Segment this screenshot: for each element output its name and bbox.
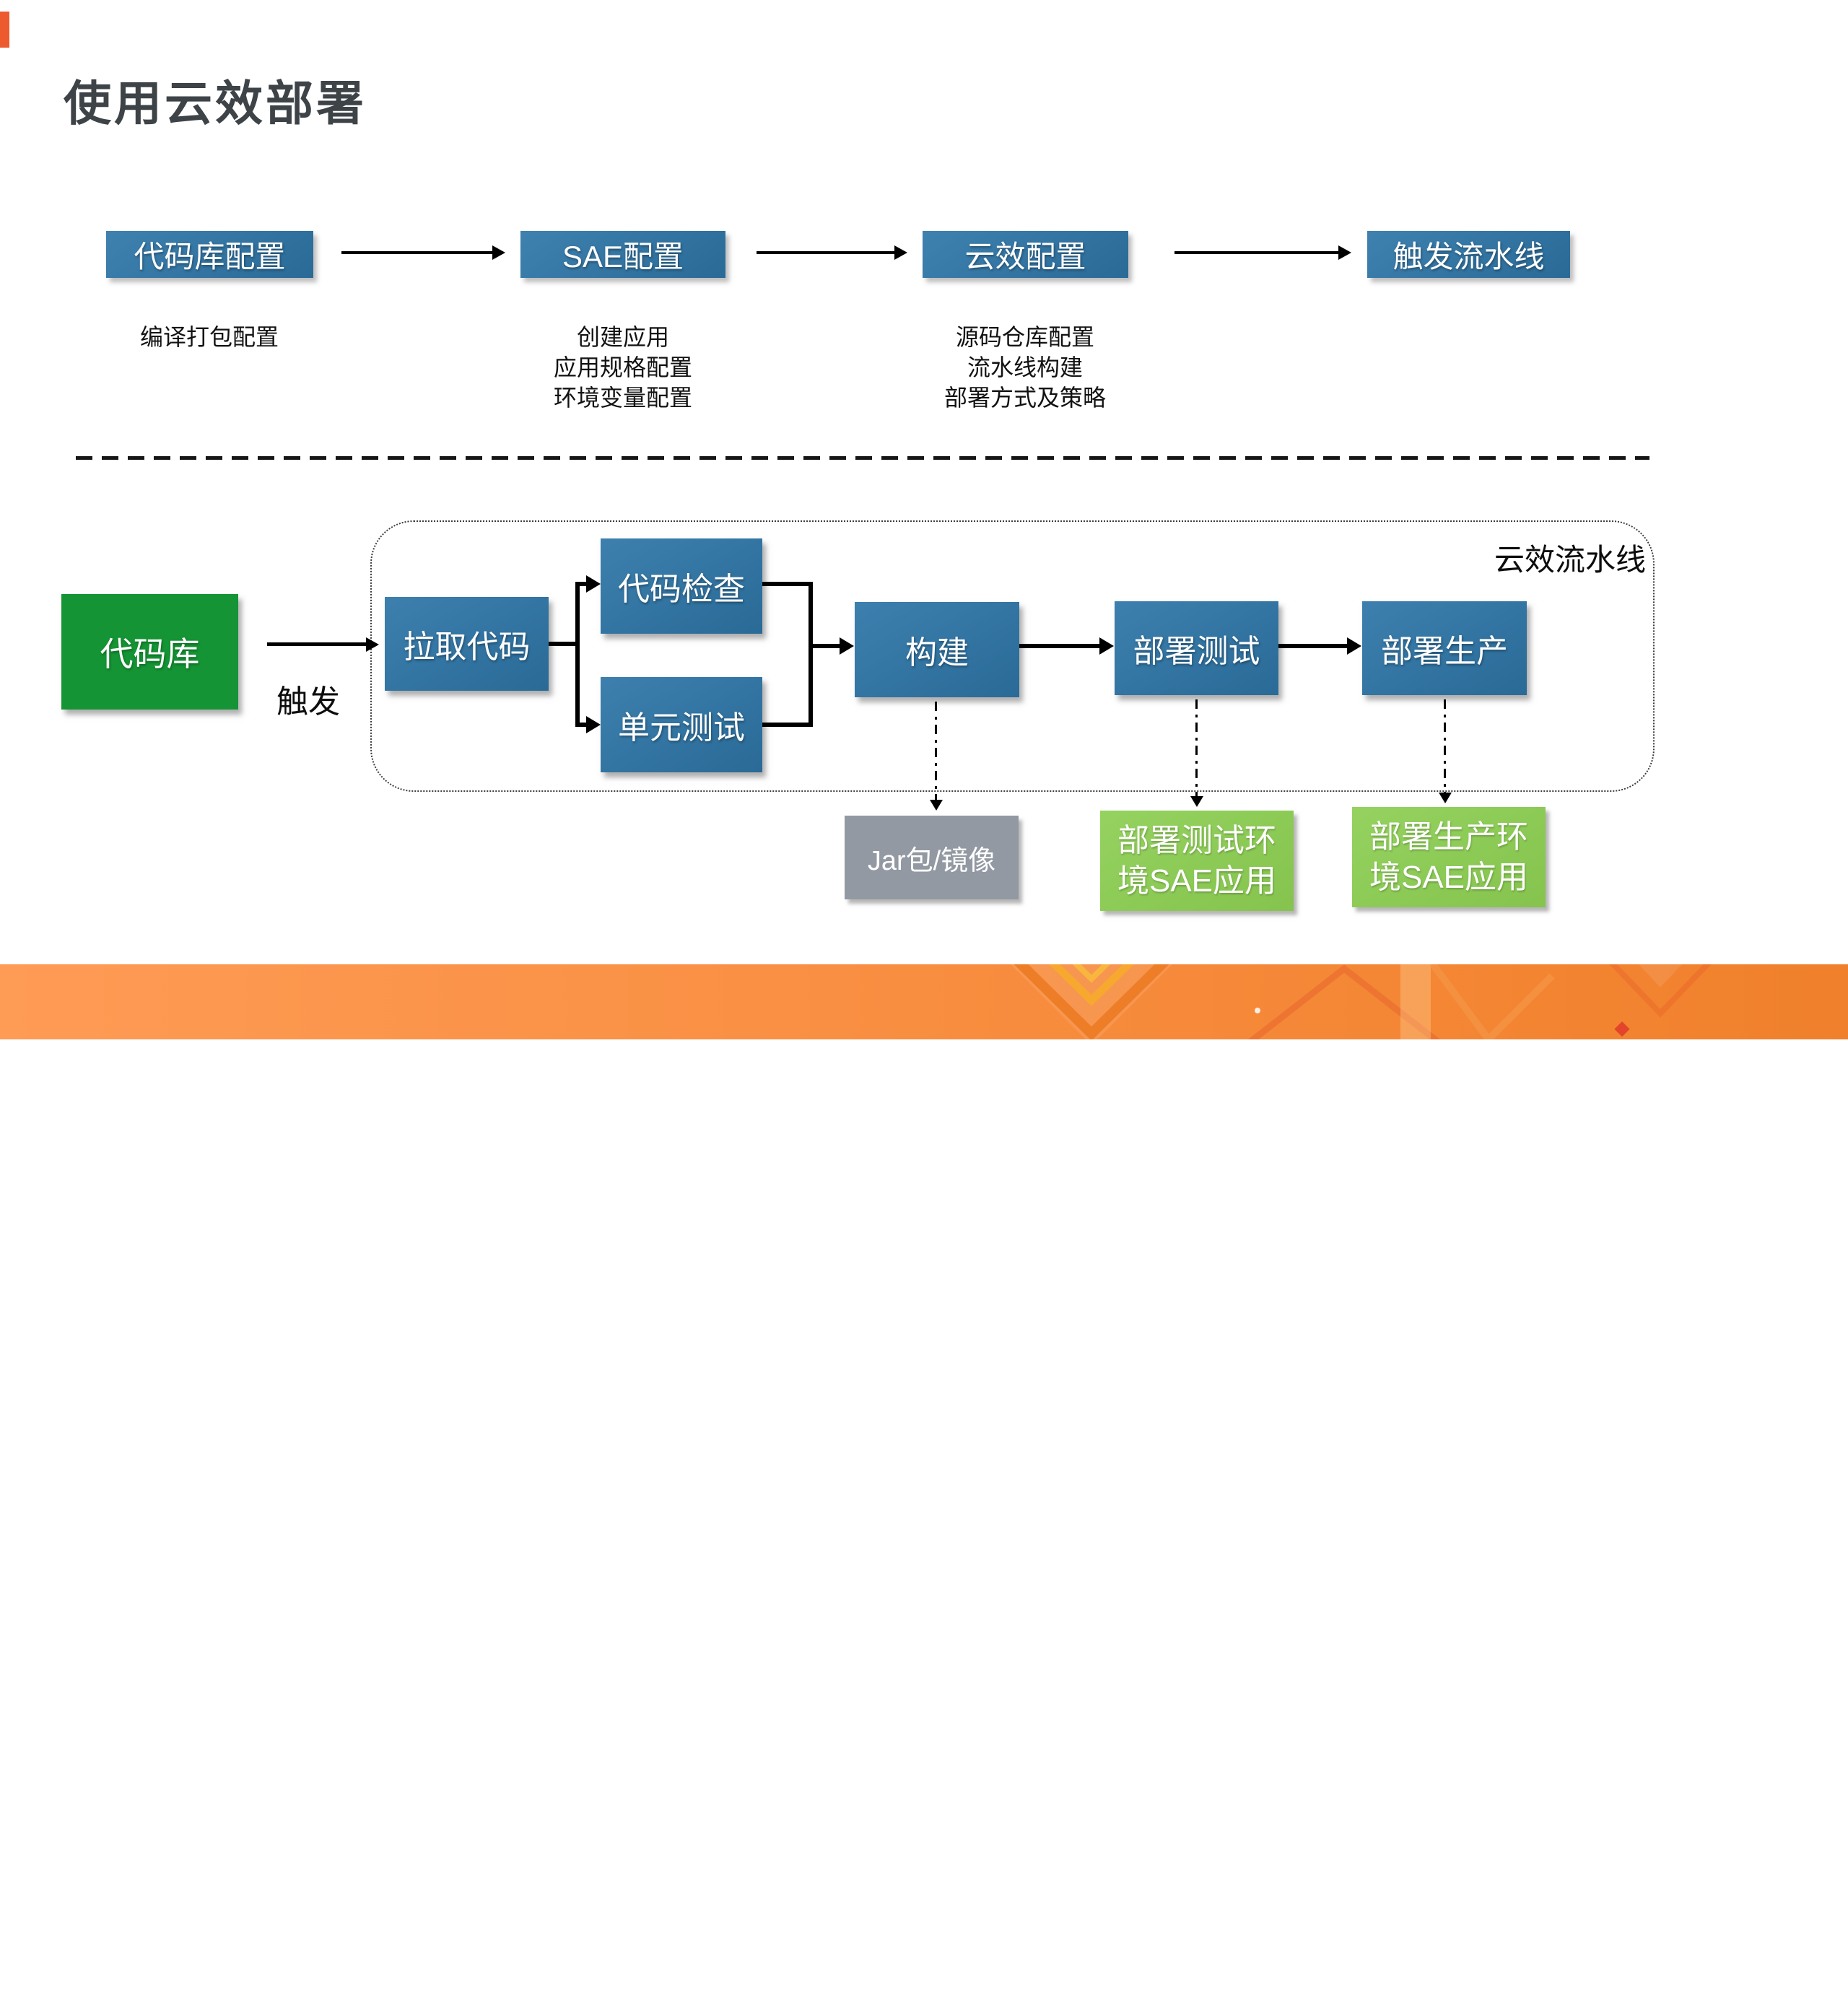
connector-build-to-deploy-test [1019, 637, 1114, 655]
stage-box-deploy-test: 部署测试 [1115, 601, 1278, 695]
trigger-label: 触发 [276, 684, 340, 720]
stage-box-code-check: 代码检查 [601, 538, 762, 634]
connector-arrow-into-check [575, 575, 601, 593]
step-label: 代码库配置 [134, 240, 286, 274]
note-line: 创建应用 [576, 324, 669, 350]
stage-label: 拉取代码 [403, 629, 531, 665]
env-label-line: 境SAE应用 [1117, 863, 1277, 899]
flow-arrow-3 [1174, 245, 1351, 260]
connector-pull-stub [549, 642, 580, 646]
note-line: 源码仓库配置 [955, 324, 1094, 350]
flow-arrow-2 [757, 245, 907, 260]
connector-arrow-into-build [808, 637, 854, 655]
step-box-trigger-pipeline: 触发流水线 [1367, 231, 1570, 278]
source-repo-label: 代码库 [100, 635, 200, 673]
pipeline-container [370, 520, 1655, 792]
pipeline-title: 云效流水线 [1494, 543, 1646, 577]
note-line: 环境变量配置 [553, 385, 692, 411]
step-label: 云效配置 [964, 240, 1086, 274]
connector-arrow-into-unit [575, 716, 601, 733]
env-label-line: 境SAE应用 [1369, 859, 1529, 895]
stage-label: 部署测试 [1133, 634, 1260, 669]
connector-merge-vertical [808, 582, 813, 727]
output-box-deploy-prod-env: 部署生产环 境SAE应用 [1352, 807, 1546, 907]
connector-check-stub [762, 582, 813, 586]
output-box-deploy-test-env: 部署测试环 境SAE应用 [1100, 811, 1294, 911]
connector-unit-stub [762, 723, 813, 727]
corner-accent-bar [0, 12, 9, 48]
stage-box-build: 构建 [855, 602, 1019, 697]
step-note-sae-config: 创建应用 应用规格配置 环境变量配置 [515, 322, 731, 413]
step-box-yunxiao-config: 云效配置 [923, 231, 1128, 278]
stage-label: 代码检查 [618, 572, 745, 607]
step-label: SAE配置 [562, 240, 684, 274]
alibaba-cloud-logo-icon [1633, 1945, 1689, 1980]
source-repo-box: 代码库 [61, 594, 238, 710]
brand-logo: 阿里云 [1633, 1945, 1739, 1988]
note-line: 流水线构建 [967, 354, 1083, 380]
step-label: 触发流水线 [1392, 240, 1545, 274]
connector-deploy-test-to-prod [1278, 637, 1361, 655]
footer-bar: 阿里云 [0, 964, 1848, 1987]
output-arrow-build-artifact [929, 702, 943, 811]
artifact-box-jar-image: Jar包/镜像 [845, 816, 1019, 899]
stage-label: 单元测试 [618, 710, 745, 746]
section-separator-dashed-line [76, 456, 1649, 460]
page-title: 使用云效部署 [64, 77, 367, 130]
artifact-label: Jar包/镜像 [867, 845, 996, 876]
step-box-repo-config: 代码库配置 [106, 231, 313, 278]
env-label-line: 部署生产环 [1369, 819, 1528, 855]
footer-chevron-decor [1011, 964, 1712, 1039]
stage-label: 构建 [905, 635, 969, 671]
note-line: 部署方式及策略 [943, 385, 1106, 411]
step-note-yunxiao-config: 源码仓库配置 流水线构建 部署方式及策略 [917, 322, 1133, 413]
stage-box-pull-code: 拉取代码 [385, 597, 549, 691]
step-box-sae-config: SAE配置 [520, 231, 725, 278]
note-line: 编译打包配置 [139, 324, 279, 350]
stage-box-deploy-prod: 部署生产 [1362, 601, 1527, 695]
trigger-arrow [267, 637, 379, 652]
output-arrow-deploy-prod [1438, 699, 1452, 803]
env-label-line: 部署测试环 [1117, 822, 1276, 858]
stage-label: 部署生产 [1381, 634, 1508, 669]
step-note-repo-config: 编译打包配置 [101, 322, 318, 352]
connector-split-vertical [575, 582, 580, 727]
output-arrow-deploy-test [1190, 699, 1203, 807]
note-line: 应用规格配置 [553, 354, 692, 380]
flow-arrow-1 [341, 245, 505, 260]
stage-box-unit-test: 单元测试 [601, 677, 762, 772]
